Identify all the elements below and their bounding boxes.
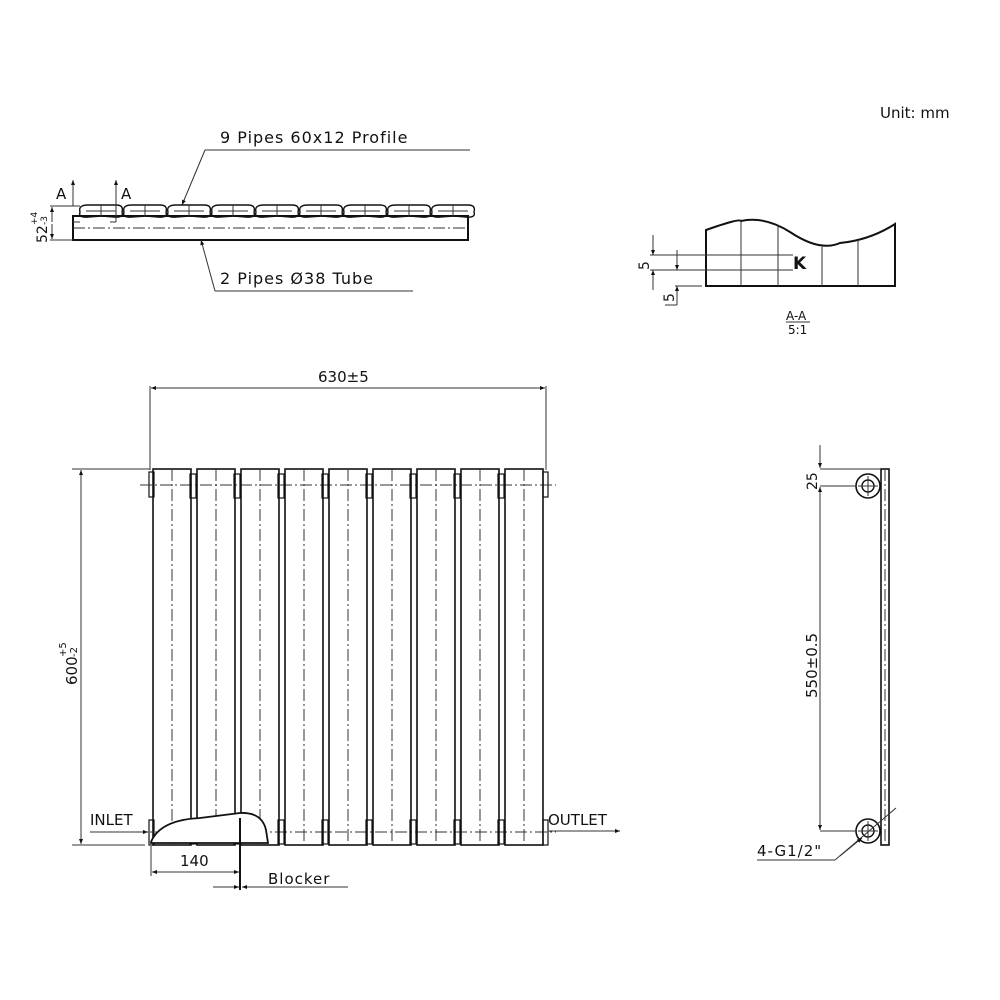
- tube-callout: 2 Pipes Ø38 Tube: [220, 269, 374, 288]
- blocker-cover: [150, 812, 270, 844]
- connection-label: 4-G1/2": [757, 842, 822, 860]
- height-tol-minus: -2: [69, 647, 80, 657]
- centers-dim: 550±0.5: [803, 633, 821, 698]
- unit-label: Unit: mm: [880, 104, 950, 122]
- dim-bottom: 5: [662, 293, 678, 302]
- height-tol-plus: +5: [58, 642, 69, 657]
- depth-dim: 52: [35, 225, 51, 243]
- blocker-label: Blocker: [268, 870, 330, 888]
- top-view: A A 52 +4 -3 9 Pipes 60x12 Profile 2 Pip…: [30, 128, 476, 292]
- profile-pipes: [78, 204, 476, 218]
- depth-tol-plus: +4: [30, 211, 40, 225]
- front-view: 630±5: [58, 368, 620, 890]
- depth-tol-minus: -3: [40, 216, 50, 225]
- section-a-a-view: 5 5 K A-A 5:1: [637, 218, 896, 337]
- section-scale: 5:1: [788, 323, 807, 337]
- height-dim: 600: [63, 656, 81, 685]
- section-marker-left: A: [56, 185, 67, 203]
- profile-callout: 9 Pipes 60x12 Profile: [220, 128, 408, 147]
- blocker-offset-dim: 140: [180, 852, 209, 870]
- radiator-pipes: [152, 468, 544, 846]
- dim-k: 5: [637, 261, 653, 270]
- section-title: A-A: [786, 309, 807, 323]
- section-marker-right: A: [121, 185, 132, 203]
- side-view: 25 550±0.5 4-G1/2": [757, 445, 897, 861]
- width-dim: 630±5: [318, 368, 369, 386]
- top-offset-dim: 25: [805, 472, 821, 490]
- outlet-label: OUTLET: [548, 811, 608, 829]
- inlet-label: INLET: [90, 811, 133, 829]
- weld-label: K: [793, 254, 807, 274]
